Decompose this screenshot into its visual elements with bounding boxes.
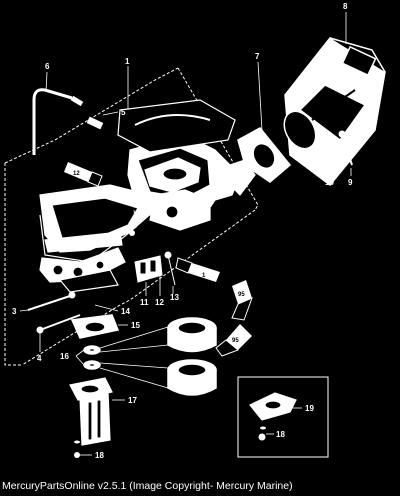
leader-7: [257, 61, 263, 131]
washer-part-10: [327, 147, 335, 153]
callout-10: 10: [325, 178, 334, 187]
seals-part-16: [83, 345, 101, 370]
leader-2: [133, 209, 137, 229]
dowel-part-2: [129, 230, 135, 236]
leader-6: [45, 71, 48, 93]
callout-18-bottom: 18: [95, 451, 104, 460]
gasket-part-15: [70, 314, 120, 339]
screw-part-3: [27, 291, 76, 311]
callout-7: 7: [255, 52, 260, 61]
tube-95-lower: 95: [215, 324, 252, 357]
tube-95-lower-label: 95: [232, 338, 239, 344]
callout-11: 11: [140, 298, 149, 307]
leader-14: [94, 304, 119, 312]
hose-part-6: [32, 88, 84, 155]
callout-5: 5: [121, 108, 126, 117]
callout-15: 15: [131, 321, 140, 330]
callout-14: 14: [121, 307, 130, 316]
copyright-caption: MercuryPartsOnline v2.5.1 (Image Copyrig…: [2, 480, 293, 492]
screw-part-18: [74, 440, 80, 458]
tube-12-label: 12: [73, 171, 80, 177]
callout-16: 16: [60, 352, 69, 361]
plate-part-19: [249, 392, 297, 421]
callout-18-inset: 18: [276, 430, 285, 439]
tube-95-top-label: 95: [238, 292, 245, 298]
leader-5: [102, 111, 119, 116]
cover-part-8: [283, 37, 386, 187]
lower-housing: [39, 184, 156, 293]
screw-part-13: [164, 251, 176, 286]
block-part-11: [134, 255, 163, 283]
callout-2: 2: [127, 198, 132, 207]
enlarged-seal-lower: [167, 359, 217, 396]
tube-1-label: 1: [202, 273, 206, 279]
callout-6: 6: [45, 62, 50, 71]
callout-13: 13: [170, 293, 179, 302]
upper-housing: [117, 99, 256, 231]
callout-12: 12: [155, 298, 164, 307]
callout-9: 9: [348, 178, 353, 187]
screw-part-9: [338, 130, 353, 166]
pump-housing-part-17: [69, 377, 113, 446]
seal-reference-lines: [99, 326, 169, 389]
gasket-plate-part-7: [237, 127, 292, 183]
tube-12-upper: 12: [64, 162, 103, 187]
screw-part-18-inset: [258, 426, 266, 441]
leader-16: [75, 349, 85, 366]
callout-3: 3: [12, 307, 17, 316]
callout-8: 8: [343, 2, 348, 11]
leader-3: [19, 309, 29, 312]
callout-19: 19: [305, 404, 314, 413]
tube-95-top: 95: [231, 280, 253, 321]
enlarged-seal-upper: [167, 317, 217, 353]
callout-4: 4: [37, 354, 42, 363]
callout-1: 1: [125, 57, 130, 66]
fitting-part-5: [86, 116, 104, 130]
inset-box: [237, 376, 329, 458]
callout-17: 17: [128, 396, 137, 405]
tube-1: 1: [175, 257, 220, 282]
